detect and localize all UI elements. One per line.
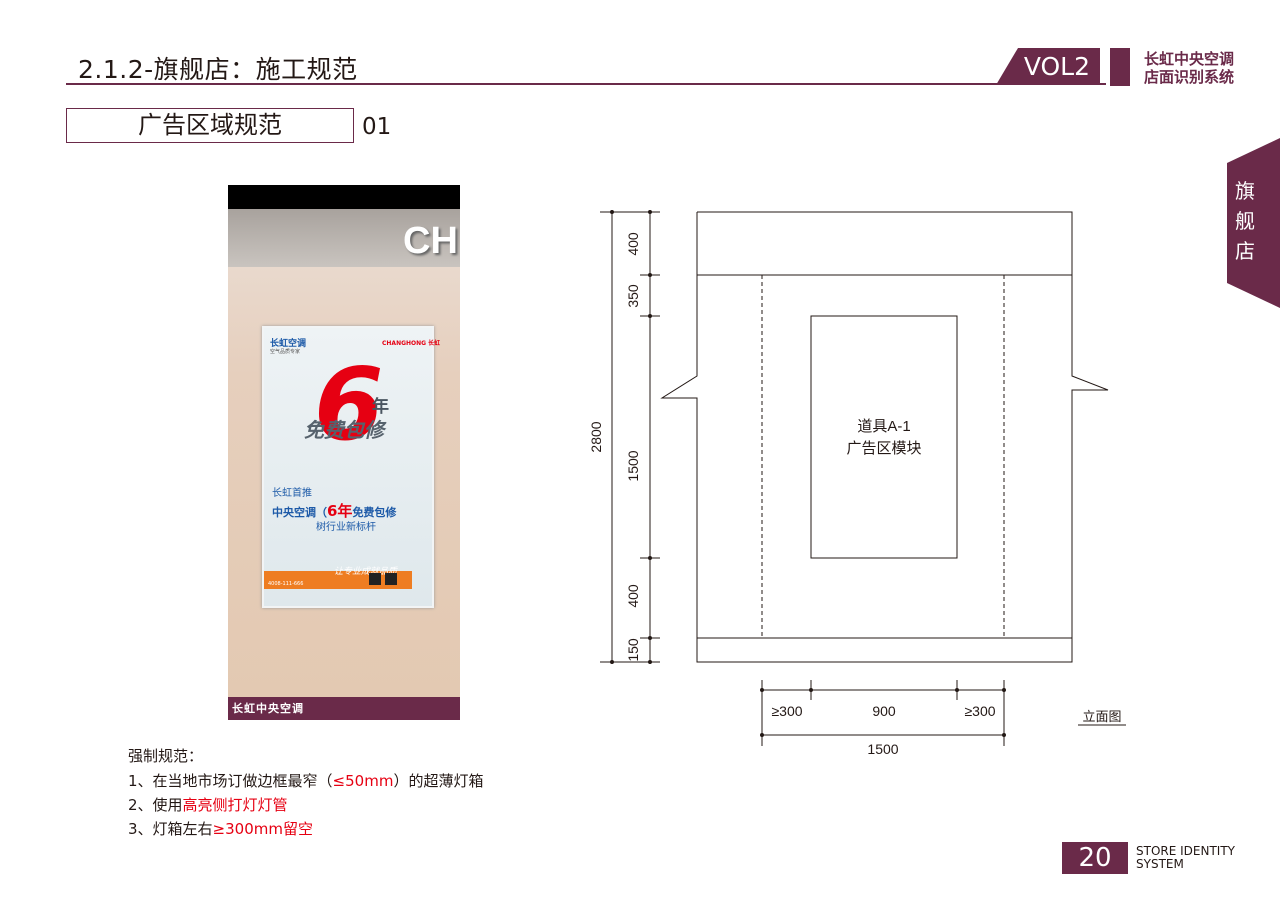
view-label: 立面图 (1082, 709, 1121, 724)
note-2-highlight: 高亮侧打灯灯管 (182, 796, 288, 814)
qr-code-icon (385, 573, 397, 585)
dim-1500-v: 1500 (625, 450, 641, 481)
poster-line-1: 长虹首推 (272, 488, 312, 499)
tick-dot (648, 636, 652, 640)
tick-dot (1002, 688, 1006, 692)
dim-400-bottom: 400 (625, 584, 641, 608)
footer-line-1: STORE IDENTITY (1136, 844, 1235, 858)
poster-line-2a: 中央空调（ (272, 506, 327, 519)
tick-dot (809, 688, 813, 692)
dim-1500-h: 1500 (867, 741, 898, 757)
section-title: 广告区域规范 (66, 108, 354, 143)
ceiling (228, 185, 460, 209)
tick-dot (648, 210, 652, 214)
photo-footer-brand: 长虹中央空调 (232, 702, 304, 715)
tick-dot (760, 688, 764, 692)
poster-big-digit: 6 (314, 346, 384, 463)
poster-line-2c: 免费包修 (352, 506, 397, 519)
sign-letters: CH (403, 220, 458, 262)
side-tab-char: 店 (1235, 239, 1255, 263)
brand-line-1: 长虹中央空调 (1144, 50, 1235, 68)
qr-code-icon (369, 573, 381, 585)
tick-dot (610, 660, 614, 664)
header-divider (66, 83, 1106, 85)
poster-line-2b: 6年 (327, 502, 353, 520)
note-3-highlight: ≥300mm留空 (212, 820, 313, 838)
note-1-pre: 1、在当地市场订做边框最窄（ (128, 772, 333, 790)
poster-line-3: 树行业新标杆 (316, 522, 376, 533)
tick-dot (760, 733, 764, 737)
poster-year: 年 (372, 397, 389, 417)
poster-line-2: 中央空调（6年免费包修 (272, 500, 396, 521)
side-tab-char: 旗 (1235, 179, 1255, 203)
note-3-pre: 3、灯箱左右 (128, 820, 213, 838)
photo-footer-bar: 长虹中央空调 (228, 697, 460, 720)
poster-slogan: 免费包修 (304, 418, 384, 442)
poster-brand-en: CHANGHONG 长虹 (382, 340, 441, 347)
note-3: 3、灯箱左右≥300mm留空 (128, 818, 313, 839)
dim-900: 900 (872, 703, 896, 719)
dim-350: 350 (625, 284, 641, 308)
dim-150: 150 (625, 638, 641, 662)
side-tab-char: 舰 (1235, 209, 1255, 233)
dim-right-clearance: ≥300 (964, 703, 995, 719)
frame-outline (660, 211, 1109, 663)
page-number: 20 (1062, 842, 1128, 874)
module-label-2: 广告区模块 (846, 440, 921, 457)
footer-line-2: SYSTEM (1136, 857, 1184, 871)
dim-400-top: 400 (625, 232, 641, 256)
note-1-highlight: ≤50mm (332, 772, 394, 790)
page-title: 2.1.2-旗舰店：施工规范 (78, 55, 358, 84)
note-1: 1、在当地市场订做边框最窄（≤50mm）的超薄灯箱 (128, 770, 483, 791)
volume-badge: VOL2 (996, 48, 1100, 85)
poster-logo-sub: 空气品质专家 (270, 349, 301, 355)
notes-title: 强制规范： (128, 747, 204, 765)
tick-dot (955, 688, 959, 692)
side-tab: 旗 舰 店 (1227, 138, 1280, 308)
note-2: 2、使用高亮侧打灯灯管 (128, 794, 288, 815)
module-rect (810, 315, 958, 559)
brand-bar (1110, 48, 1130, 86)
lightbox-poster: 长虹空调 空气品质专家 CHANGHONG 长虹 6 年 免费包修 长虹首推 中… (262, 326, 440, 608)
poster-logo: 长虹空调 (270, 339, 307, 349)
poster-script: 让专业成就品质 (334, 567, 398, 577)
tick-dot (1002, 733, 1006, 737)
tick-dot (648, 314, 652, 318)
note-1-post: ）的超薄灯箱 (393, 772, 484, 790)
tick-dot (610, 210, 614, 214)
note-2-pre: 2、使用 (128, 796, 183, 814)
brand-line-2: 店面识别系统 (1144, 68, 1235, 86)
section-number: 01 (362, 114, 392, 140)
tick-dot (648, 556, 652, 560)
installation-photo: CH 长虹中央空调 长虹空调 空气品质专家 CHANGHONG 长虹 6 年 免… (228, 185, 460, 720)
module-label-1: 道具A-1 (857, 418, 910, 435)
dim-left-clearance: ≥300 (771, 703, 802, 719)
poster-hotline: 4008-111-666 (268, 581, 304, 587)
tick-dot (648, 273, 652, 277)
tick-dot (648, 660, 652, 664)
dim-2800: 2800 (588, 421, 604, 452)
brand-name: 长虹中央空调 店面识别系统 (1144, 50, 1234, 86)
sign-band (228, 209, 460, 267)
footer-system-label: STORE IDENTITY SYSTEM (1136, 845, 1235, 871)
